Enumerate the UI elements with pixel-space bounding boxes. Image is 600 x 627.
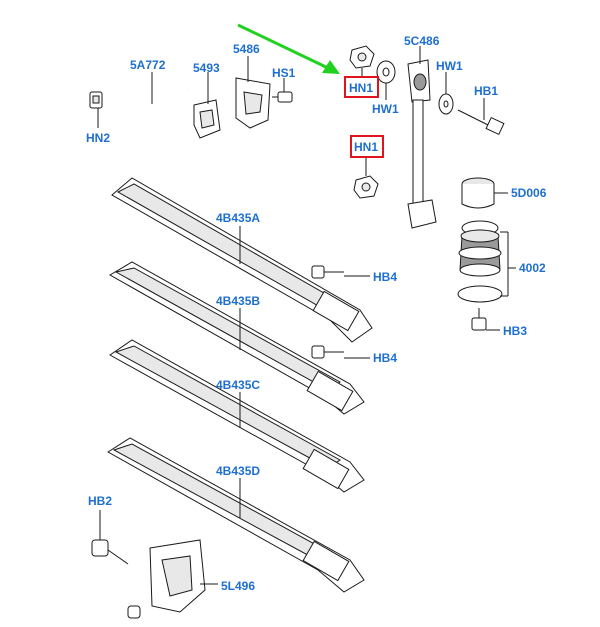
hn1-mid-nut-illustration <box>353 175 379 199</box>
label-5L496: 5L496 <box>221 579 255 593</box>
label-HN1-top: HN1 <box>349 81 373 95</box>
hn1-top-nut-illustration <box>349 45 375 69</box>
hn1-mid-highlight-box <box>350 135 384 158</box>
label-5D006: 5D006 <box>511 186 547 200</box>
bushing-5493-illustration <box>193 99 221 139</box>
bracket-5486-illustration <box>235 77 271 129</box>
label-HB4-upper: HB4 <box>373 270 397 284</box>
label-HB3: HB3 <box>503 324 527 338</box>
hb1-bolt-illustration <box>457 109 505 136</box>
crossmember-4B435B-illustration <box>109 261 365 415</box>
hn2-nut-illustration <box>89 91 103 109</box>
crossmember-4B435C-illustration <box>109 339 365 493</box>
green-arrow <box>237 23 340 74</box>
label-HW1-left: HW1 <box>372 102 399 116</box>
label-5493: 5493 <box>193 61 220 75</box>
label-HB1: HB1 <box>474 84 498 98</box>
hw1-washer-right-illustration <box>438 93 454 115</box>
hb2-bolt-illustration <box>91 539 129 565</box>
label-4002: 4002 <box>519 261 546 275</box>
leader-lines <box>97 46 516 585</box>
mount-4002-illustration <box>457 220 503 303</box>
label-4B435D: 4B435D <box>216 464 260 478</box>
hn1-top-highlight-box <box>344 76 379 98</box>
hb3-bolt-illustration <box>471 308 487 331</box>
crossmember-4B435D-illustration <box>107 437 365 593</box>
crossmember-4B435A-illustration <box>111 177 373 343</box>
label-HW1-right: HW1 <box>436 59 463 73</box>
label-HS1: HS1 <box>272 66 296 80</box>
hb4-bolt-upper-illustration <box>311 265 344 279</box>
hw1-washer-left-illustration <box>376 60 396 84</box>
stabilizer-link-5C486-illustration <box>407 59 437 229</box>
bracket-5L496-illustration <box>127 539 206 619</box>
label-4B435A: 4B435A <box>216 211 260 225</box>
label-5C486: 5C486 <box>404 34 440 48</box>
label-HB4-lower: HB4 <box>373 351 397 365</box>
hs1-bolt-illustration <box>272 91 293 103</box>
label-HN2: HN2 <box>86 131 110 145</box>
label-4B435C: 4B435C <box>216 378 260 392</box>
label-HN1-mid: HN1 <box>354 140 378 154</box>
bump-stop-5D006-illustration <box>461 177 495 209</box>
hb4-bolt-lower-illustration <box>311 345 344 359</box>
label-HB2: HB2 <box>88 494 112 508</box>
stabilizer-bar-illustration <box>144 88 391 217</box>
label-5A772: 5A772 <box>130 58 166 72</box>
label-5486: 5486 <box>233 42 260 56</box>
label-4B435B: 4B435B <box>216 294 260 308</box>
